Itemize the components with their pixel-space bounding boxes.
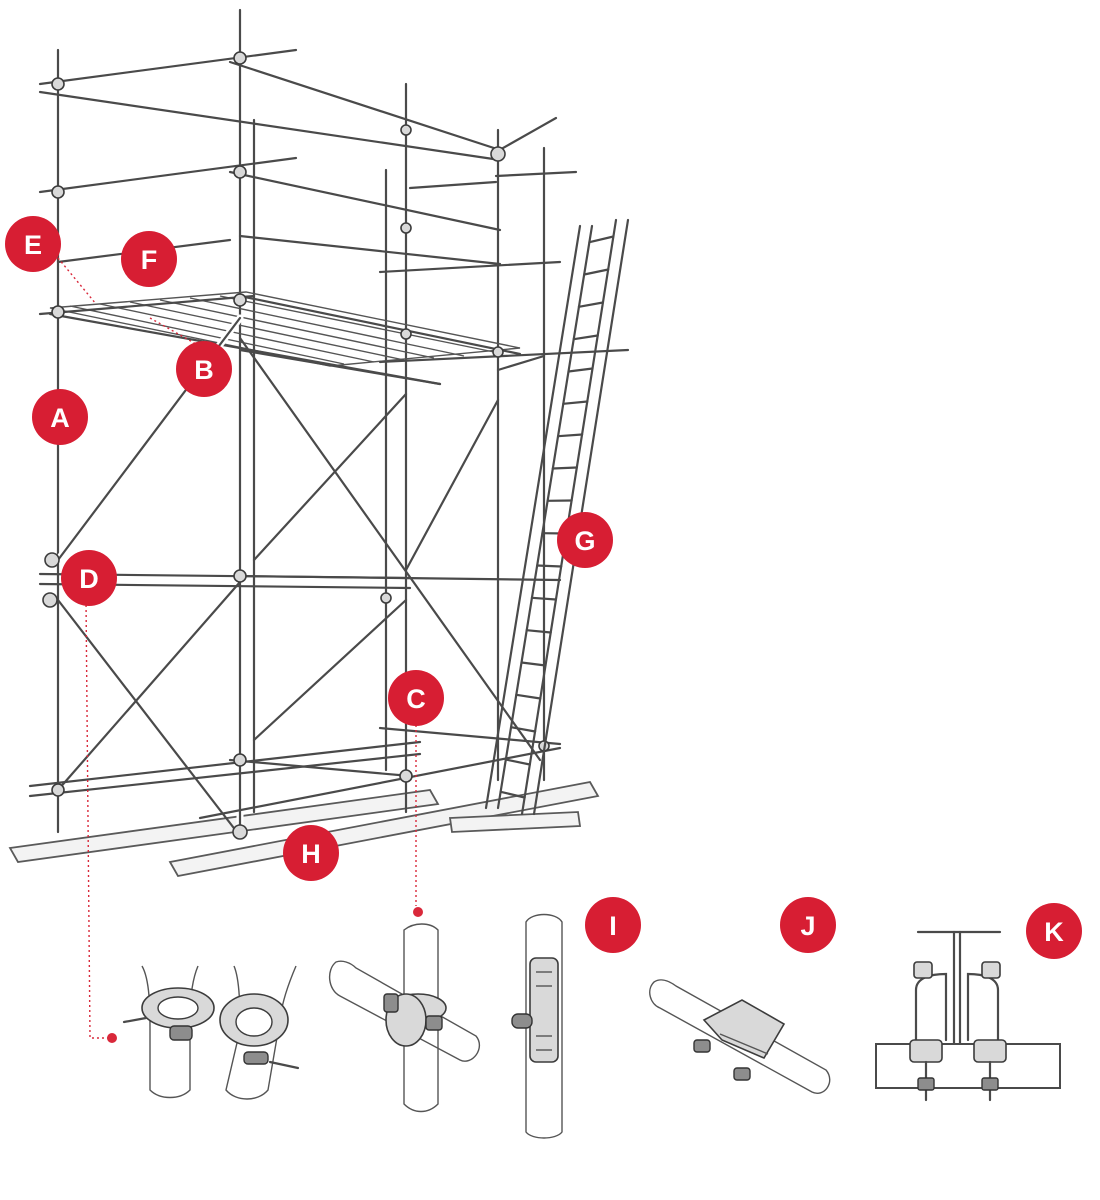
marker-b: B: [176, 341, 232, 397]
svg-text:K: K: [1044, 917, 1064, 947]
ladder-rung: [530, 596, 558, 601]
svg-text:G: G: [574, 526, 595, 556]
leader-lines: [57, 257, 423, 1043]
svg-text:H: H: [301, 839, 321, 869]
svg-text:F: F: [141, 245, 158, 275]
marker-f: F: [121, 231, 177, 287]
marker-e: E: [5, 216, 61, 272]
ladder-rung: [577, 301, 605, 308]
sole-boards: [8, 780, 600, 878]
svg-text:A: A: [50, 403, 70, 433]
joint-pin-detail: [649, 979, 831, 1094]
sleeve-coupler-detail: [511, 913, 563, 1139]
ladder-rung: [583, 268, 610, 276]
marker-a: A: [32, 389, 88, 445]
girder-coupler-detail: [875, 930, 1061, 1102]
ladder-rung: [525, 629, 552, 634]
ladder-rung: [499, 790, 526, 799]
ladder-rung: [567, 367, 594, 373]
ladder-rung: [520, 661, 547, 667]
ladder-rung: [504, 758, 531, 766]
ladder-rung: [510, 726, 537, 733]
ladder-rung: [556, 433, 584, 438]
ladder-rung: [588, 235, 615, 244]
ladder: [484, 218, 630, 816]
marker-c: C: [388, 670, 444, 726]
svg-text:I: I: [609, 911, 617, 941]
svg-text:E: E: [24, 230, 42, 260]
ladder-rung: [562, 400, 589, 405]
marker-j: J: [780, 897, 836, 953]
ladder-rung: [572, 334, 599, 341]
label-markers: A B C D E F G H: [5, 216, 1082, 959]
marker-h: H: [283, 825, 339, 881]
svg-text:B: B: [194, 355, 214, 385]
ladder-rung: [551, 466, 578, 470]
swivel-coupler-detail: [329, 923, 481, 1113]
marker-k: K: [1026, 903, 1082, 959]
ladder-rung: [515, 693, 542, 700]
joint-couplers: [42, 51, 550, 840]
double-coupler-detail: [122, 965, 300, 1100]
marker-i: I: [585, 897, 641, 953]
svg-text:J: J: [800, 911, 815, 941]
marker-d: D: [61, 550, 117, 606]
marker-g: G: [557, 512, 613, 568]
ladder-rung: [536, 564, 563, 568]
svg-text:D: D: [79, 564, 99, 594]
svg-text:C: C: [406, 684, 426, 714]
